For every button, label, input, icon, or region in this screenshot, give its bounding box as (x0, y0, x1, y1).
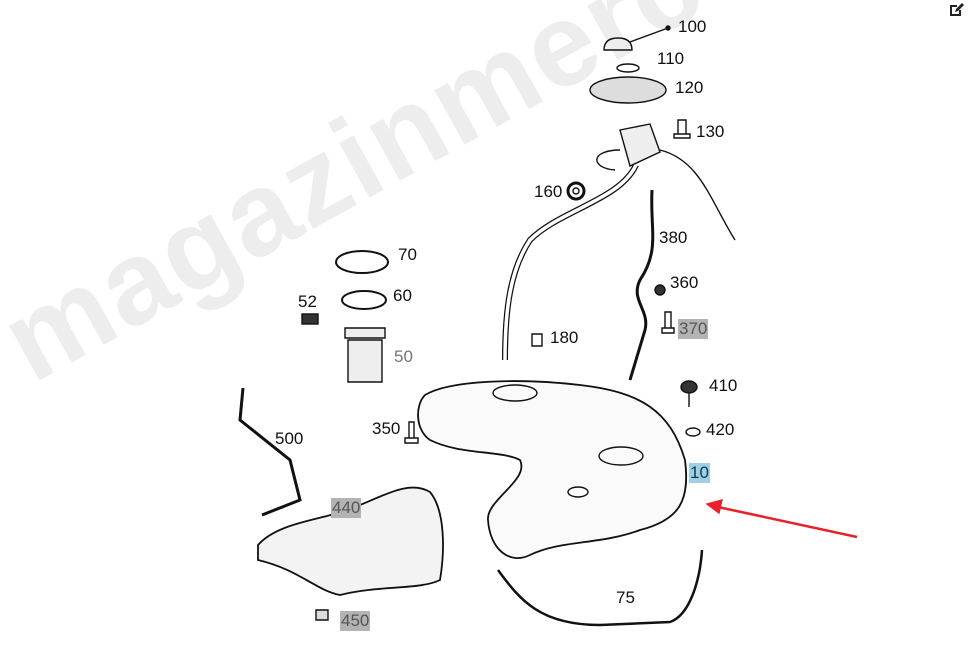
part-110-seal (616, 63, 640, 73)
part-380-line (628, 189, 655, 381)
callout-350[interactable]: 350 (372, 419, 401, 438)
callout-10[interactable]: 10 (689, 463, 710, 483)
callout-180[interactable]: 180 (550, 328, 579, 347)
callout-75[interactable]: 75 (616, 588, 635, 607)
part-120-flap (589, 76, 667, 104)
part-100-fuel-cap (603, 37, 633, 51)
part-75-strap (496, 549, 704, 627)
callout-160[interactable]: 160 (534, 182, 563, 201)
part-70-lock-ring (335, 250, 389, 274)
part-160-grommet (566, 181, 586, 201)
callout-410[interactable]: 410 (709, 376, 738, 395)
part-10-fuel-tank (417, 380, 688, 559)
part-60-seal (341, 290, 387, 310)
callout-52[interactable]: 52 (298, 292, 317, 311)
part-500-line (238, 387, 302, 517)
callout-70[interactable]: 70 (398, 245, 417, 264)
part-130-valve (673, 119, 691, 139)
callout-110[interactable]: 110 (657, 49, 685, 68)
pointer-arrow (717, 505, 858, 539)
callout-360[interactable]: 360 (670, 273, 699, 292)
part-50-fuel-pump (344, 327, 386, 383)
part-360-clip (654, 284, 666, 296)
part-52-connector (301, 313, 319, 325)
callout-500[interactable]: 500 (275, 429, 304, 448)
part-180-clip (531, 333, 543, 347)
callout-60[interactable]: 60 (393, 286, 412, 305)
callout-370[interactable]: 370 (678, 319, 709, 339)
callout-420[interactable]: 420 (706, 420, 735, 439)
callout-50[interactable]: 50 (394, 347, 413, 366)
part-410-vent (680, 380, 698, 394)
part-350-bolt (404, 421, 419, 444)
part-450-nut (315, 609, 329, 621)
part-370-bolt (661, 311, 675, 334)
callout-380[interactable]: 380 (659, 228, 688, 247)
edit-pencil-icon[interactable] (948, 2, 964, 18)
callout-120[interactable]: 120 (675, 78, 704, 97)
callout-100[interactable]: 100 (678, 17, 707, 36)
callout-440[interactable]: 440 (331, 498, 362, 518)
callout-130[interactable]: 130 (696, 122, 725, 141)
part-420-grommet (685, 427, 701, 437)
part-filler-neck (619, 123, 661, 167)
callout-450[interactable]: 450 (340, 611, 371, 631)
